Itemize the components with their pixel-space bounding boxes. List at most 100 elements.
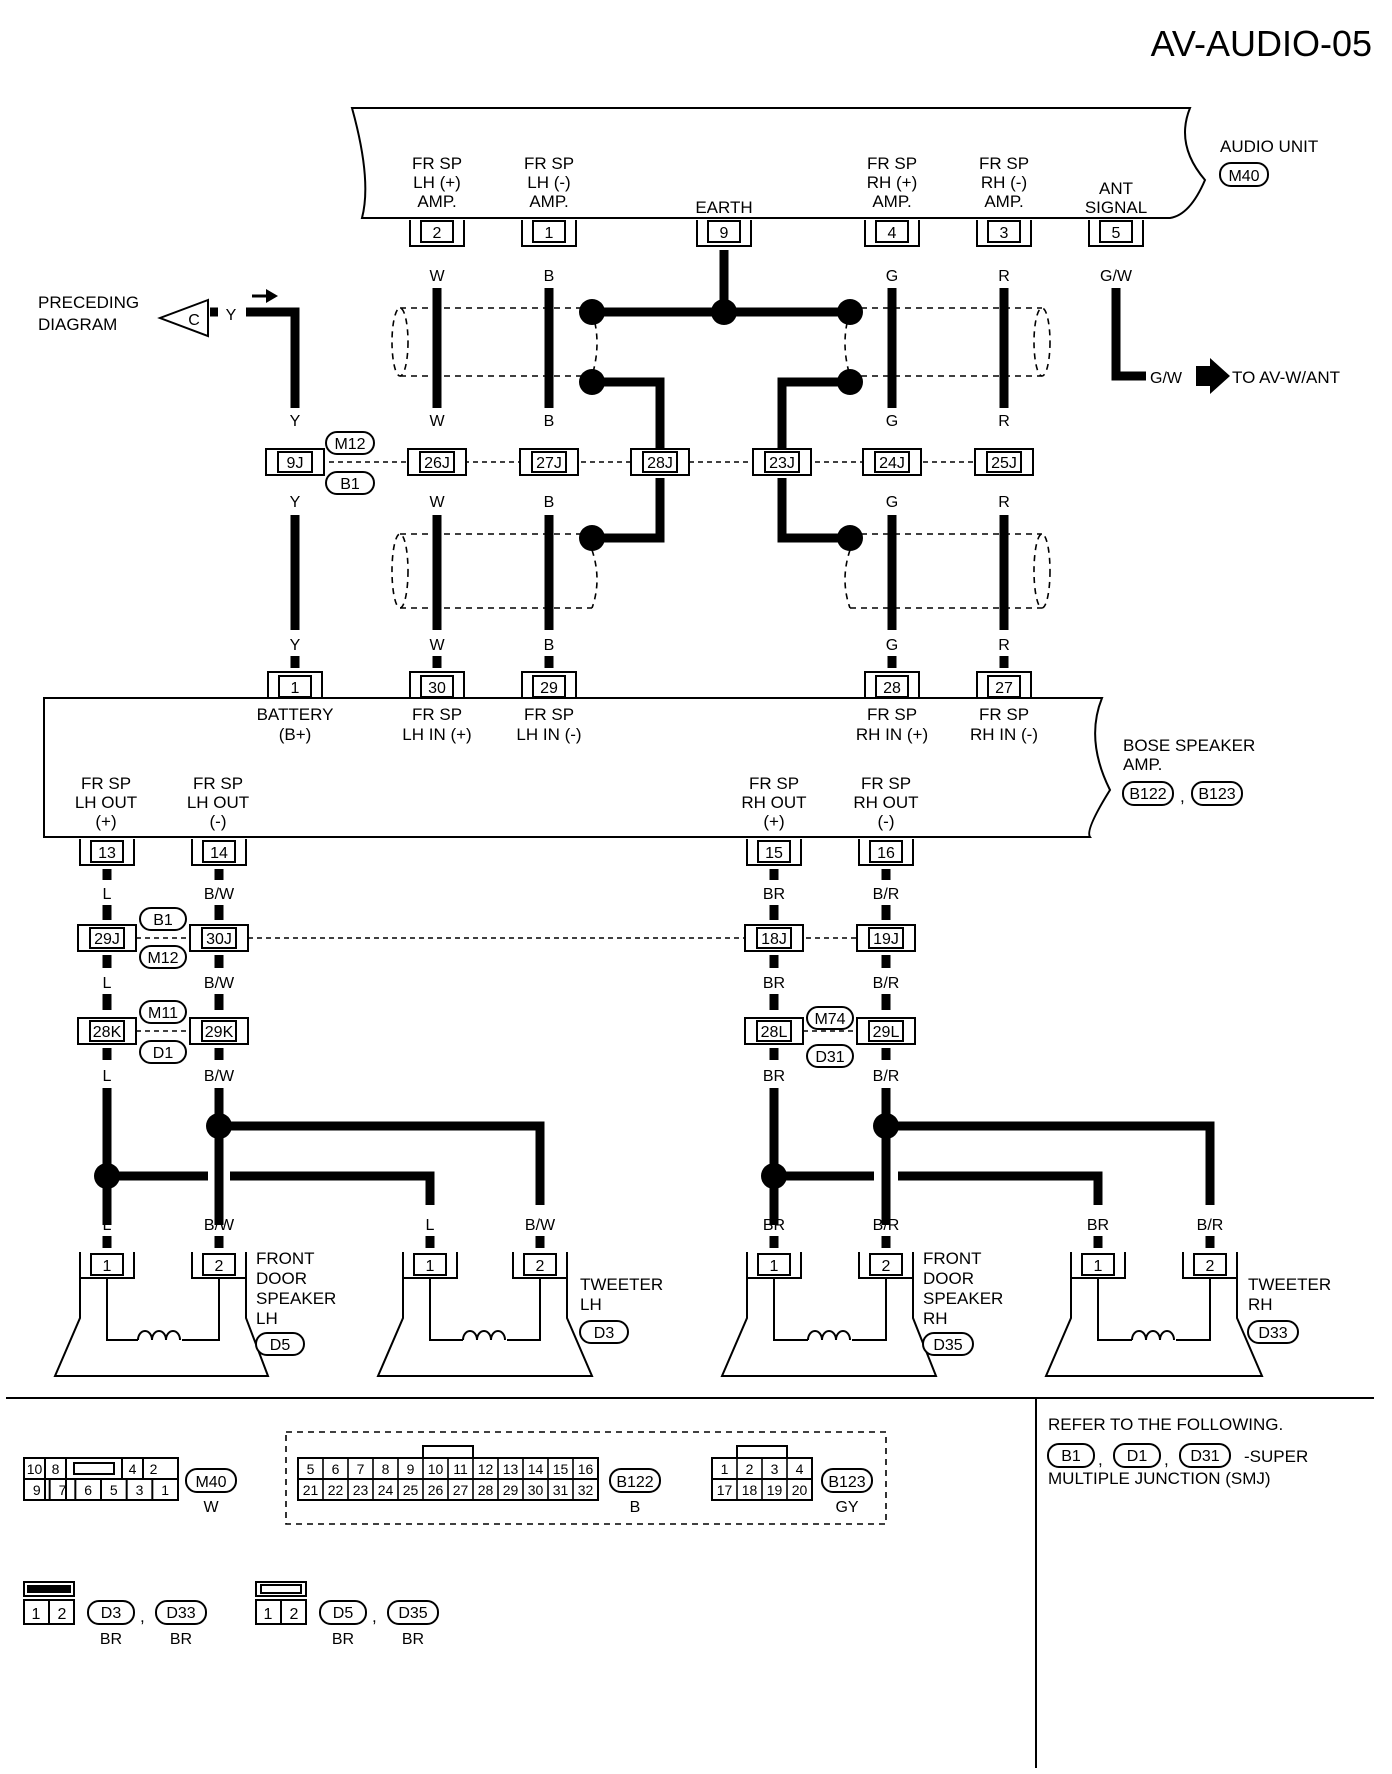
- upper-wires: W B G R G/W Y: [38, 250, 1340, 448]
- splice-earth: [711, 299, 737, 325]
- wire-color-g-3: G: [886, 637, 898, 654]
- wc-tw-lh-1: L: [426, 1217, 435, 1234]
- b123-cell-top-3: 4: [796, 1461, 804, 1477]
- bose-in-29: 29: [521, 671, 577, 698]
- bose-out-13-l3: (+): [95, 812, 116, 831]
- spk-rh-l1: FRONT: [923, 1249, 982, 1268]
- wire-color-r-top: R: [998, 268, 1010, 285]
- bose-in-30-l2: LH IN (+): [402, 725, 471, 744]
- preceding-label-2: DIAGRAM: [38, 315, 117, 334]
- b122-cell-top-2: 7: [357, 1461, 365, 1477]
- au-term-1: FR SP LH (-) AMP.: [524, 154, 574, 211]
- bose-out-13-l1: FR SP: [81, 774, 131, 793]
- d35-view-color: BR: [402, 1631, 424, 1648]
- au-term-3-l3: AMP.: [984, 192, 1023, 211]
- wc-l-1: L: [103, 886, 112, 903]
- wire-color-b-top: B: [544, 268, 555, 285]
- to-ant-arrow: [1196, 358, 1230, 394]
- d3-view-name: D3: [101, 1605, 122, 1622]
- spk-lh-pin2: 2: [215, 1258, 224, 1275]
- shield-rh-bottom: [844, 533, 1051, 609]
- wire-y-1: [246, 307, 300, 408]
- audio-unit: AUDIO UNIT M40 FR SP LH (+) AMP. FR SP L…: [350, 107, 1318, 247]
- au-pin-9: 9: [696, 220, 752, 247]
- spk-lh-l3: SPEAKER: [256, 1289, 336, 1308]
- preceding-wire-color: Y: [226, 307, 237, 324]
- b122-cell-top-0: 5: [307, 1461, 315, 1477]
- bose-conn-1: B122: [1129, 786, 1166, 803]
- speaker-tweeter-lh: 1 2 TWEETER LH D3: [376, 1252, 663, 1377]
- au-term-3: FR SP RH (-) AMP.: [979, 154, 1029, 211]
- bose-in-29-l1: FR SP: [524, 705, 574, 724]
- bose-in-30-l1: FR SP: [412, 705, 462, 724]
- d35-view-name: D35: [398, 1605, 427, 1622]
- wc-spk-lh-1: L: [103, 1217, 112, 1234]
- au-term-9-label: EARTH: [695, 198, 752, 217]
- wc-bw-2: B/W: [204, 975, 235, 992]
- au-pin-2: 2: [409, 220, 465, 247]
- au-pin-4-num: 4: [888, 225, 897, 242]
- spk-rh-l3: SPEAKER: [923, 1289, 1003, 1308]
- ant-wire-color: G/W: [1150, 370, 1183, 387]
- au-term-4: FR SP RH (+) AMP.: [867, 154, 918, 211]
- jr2-18j: 18J: [744, 924, 804, 952]
- lower-wires: L B/W BR B/R 29J 30J 18J 19J B1 M12 L B/…: [77, 869, 1224, 1248]
- d33-view-name: D33: [166, 1605, 195, 1622]
- b122-view-name: B122: [616, 1474, 653, 1491]
- wc-spk-rh-2: B/R: [873, 1217, 900, 1234]
- b122-cell-bottom-9: 30: [528, 1482, 544, 1498]
- shield-lh-top: [391, 307, 598, 377]
- jr1-23j-label: 23J: [769, 455, 795, 472]
- wc-tw-rh-2: B/R: [1197, 1217, 1224, 1234]
- note-line3: MULTIPLE JUNCTION (SMJ): [1048, 1469, 1271, 1488]
- au-term-2-l1: FR SP: [412, 154, 462, 173]
- d5-view-pin1: 1: [264, 1606, 273, 1623]
- bose-out-15-l2: RH OUT: [741, 793, 806, 812]
- jr1-conn-bottom-badge: [325, 471, 375, 495]
- jr2-19j-label: 19J: [873, 931, 899, 948]
- jr2-30j-label: 30J: [206, 931, 232, 948]
- jr1-27j-label: 27J: [536, 455, 562, 472]
- wc-br-2: BR: [763, 975, 785, 992]
- bose-conn-1-badge: [1122, 781, 1174, 806]
- au-pin-5: 5: [1088, 220, 1144, 247]
- jr2-30j: 30J: [189, 924, 249, 952]
- bose-out-14: 14: [191, 839, 247, 866]
- b122-cell-bottom-3: 24: [378, 1482, 394, 1498]
- svg-text:,: ,: [372, 1607, 377, 1626]
- b122-cell-bottom-7: 28: [478, 1482, 494, 1498]
- jr3-29k: 29K: [189, 1017, 249, 1045]
- wire-color-b-1: B: [544, 413, 555, 430]
- spk-lh-l4: LH: [256, 1309, 278, 1328]
- wire-drain-rh-2: [777, 478, 850, 543]
- b122-cell-top-10: 15: [553, 1461, 569, 1477]
- bose-in-27-l2: RH IN (-): [970, 725, 1038, 744]
- b122-cell-top-7: 12: [478, 1461, 494, 1477]
- b122-cell-bottom-5: 26: [428, 1482, 444, 1498]
- au-term-1-l1: FR SP: [524, 154, 574, 173]
- spk-rh-pin2: 2: [882, 1258, 891, 1275]
- bose-out-15-l1: FR SP: [749, 774, 799, 793]
- wc-spk-rh-1: BR: [763, 1217, 785, 1234]
- b122-cell-top-1: 6: [332, 1461, 340, 1477]
- note-conn-b1: B1: [1061, 1448, 1081, 1465]
- wire-color-r-2: R: [998, 494, 1010, 511]
- to-ant-label: TO AV-W/ANT: [1232, 368, 1340, 387]
- bose-in-1-l2: (B+): [279, 725, 312, 744]
- tw-rh-l2: RH: [1248, 1295, 1273, 1314]
- tw-lh-coil-icon: [462, 1330, 506, 1341]
- jr3-28k: 28K: [77, 1017, 137, 1045]
- bose-out-14-l3: (-): [210, 812, 227, 831]
- audio-unit-connector: M40: [1228, 168, 1259, 185]
- au-pin-9-num: 9: [720, 225, 729, 242]
- m40-cell-top-1: 8: [52, 1461, 60, 1477]
- jr1-conn-top-badge: [325, 431, 375, 455]
- wire-color-g-top: G: [886, 268, 898, 285]
- tw-rh-conn: D33: [1258, 1325, 1287, 1342]
- bose-amp: 1 30 29 28 27 BATTERY (B+) FR SP LH IN (…: [43, 671, 1255, 866]
- conn-group-dashed-box: [285, 1431, 887, 1525]
- au-term-1-l2: LH (-): [527, 173, 570, 192]
- jr1-23j: 23J: [752, 448, 812, 476]
- bose-in-28-l2: RH IN (+): [856, 725, 928, 744]
- spk-lh-pin1: 1: [103, 1258, 112, 1275]
